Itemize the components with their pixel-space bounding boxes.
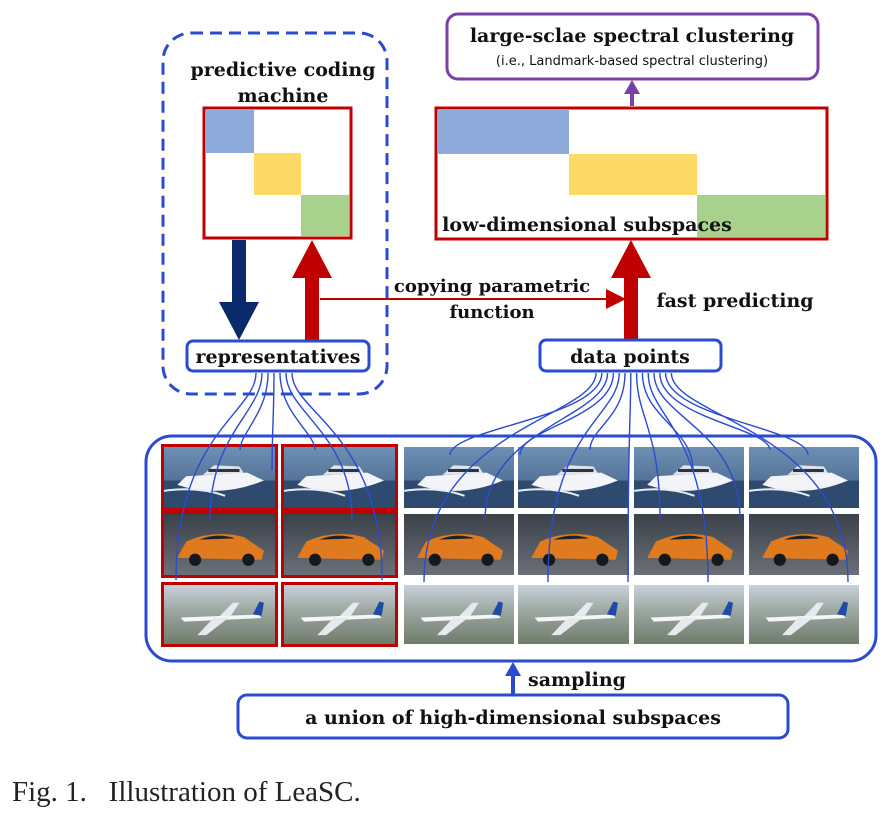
data-points-box: data points <box>538 338 723 373</box>
airplane-thumbnail <box>161 582 278 647</box>
data-point-link <box>449 372 603 456</box>
spectral-clustering-box: large-sclae spectral clustering (i.e., L… <box>445 12 820 81</box>
representative-link <box>239 372 269 451</box>
airplane-thumbnail <box>518 585 629 644</box>
data-point-link <box>635 372 661 521</box>
sports-car-thumbnail <box>404 514 514 575</box>
machine-matrix <box>202 106 353 240</box>
yacht-thumbnail <box>161 444 278 511</box>
airplane-thumbnail <box>404 585 514 644</box>
representative-link <box>285 372 353 521</box>
data-point-link <box>589 372 626 451</box>
representative-link <box>271 372 275 471</box>
sports-car-thumbnail <box>634 514 744 575</box>
connector-lines <box>175 372 849 583</box>
yacht-thumbnail <box>403 447 514 508</box>
airplane-thumbnail <box>281 582 398 647</box>
sampling-label: sampling <box>528 669 626 691</box>
data-points-label: data points <box>570 346 690 368</box>
representative-frame <box>281 444 398 511</box>
subspaces-label: low-dimensional subspaces <box>442 214 732 236</box>
representative-link <box>209 372 263 521</box>
copy-label-line1: copying parametric <box>394 276 590 297</box>
data-point-link <box>484 372 609 521</box>
figure-caption: Fig. 1. Illustration of LeaSC. <box>12 776 361 808</box>
union-box: a union of high-dimensional subspaces <box>236 693 790 740</box>
representatives-label: representatives <box>196 346 361 368</box>
data-point-link <box>547 372 620 583</box>
predictive-coding-machine-container <box>161 31 389 396</box>
thumbnail-grid <box>161 444 859 647</box>
representatives-box: representatives <box>185 339 371 373</box>
yacht-thumbnail <box>748 447 859 508</box>
representative-frame <box>281 582 398 647</box>
red-up-arrow-data <box>611 240 651 340</box>
airplane-thumbnail <box>749 585 859 644</box>
copy-label-line2: function <box>449 302 534 323</box>
data-point-link <box>647 372 709 583</box>
spectral-clustering-subtitle: (i.e., Landmark-based spectral clusterin… <box>496 54 768 69</box>
subspaces-matrix: low-dimensional subspaces <box>434 106 829 241</box>
representative-frame <box>161 582 278 647</box>
machine-label-line2: machine <box>238 85 329 107</box>
sports-car-thumbnail <box>518 514 629 575</box>
representative-frame <box>161 444 278 511</box>
data-point-link <box>659 372 771 451</box>
sampling-arrow <box>505 662 521 695</box>
data-point-link <box>627 372 632 583</box>
fast-predicting-label: fast predicting <box>656 290 813 312</box>
machine-label-line1: predictive coding <box>190 59 375 81</box>
yacht-thumbnail <box>517 447 629 508</box>
data-point-link <box>519 372 615 456</box>
data-point-link <box>423 372 597 583</box>
data-point-link <box>653 372 741 521</box>
representative-link <box>279 372 316 451</box>
navy-down-arrow <box>219 240 259 340</box>
yacht-thumbnail <box>633 447 744 508</box>
data-point-link <box>664 372 809 456</box>
sports-car-thumbnail <box>749 514 859 575</box>
spectral-clustering-title: large-sclae spectral clustering <box>470 25 794 47</box>
airplane-thumbnail <box>634 585 744 644</box>
yacht-thumbnail <box>281 444 398 511</box>
data-point-link <box>641 372 694 471</box>
representative-frame <box>161 511 278 578</box>
sports-car-thumbnail <box>161 511 278 578</box>
representative-link <box>175 372 257 581</box>
representative-link <box>291 372 383 581</box>
representative-frame <box>281 511 398 578</box>
data-point-link <box>670 372 849 583</box>
red-up-arrow-machine <box>292 240 332 342</box>
union-label: a union of high-dimensional subspaces <box>305 707 721 729</box>
purple-arrow <box>624 80 640 106</box>
